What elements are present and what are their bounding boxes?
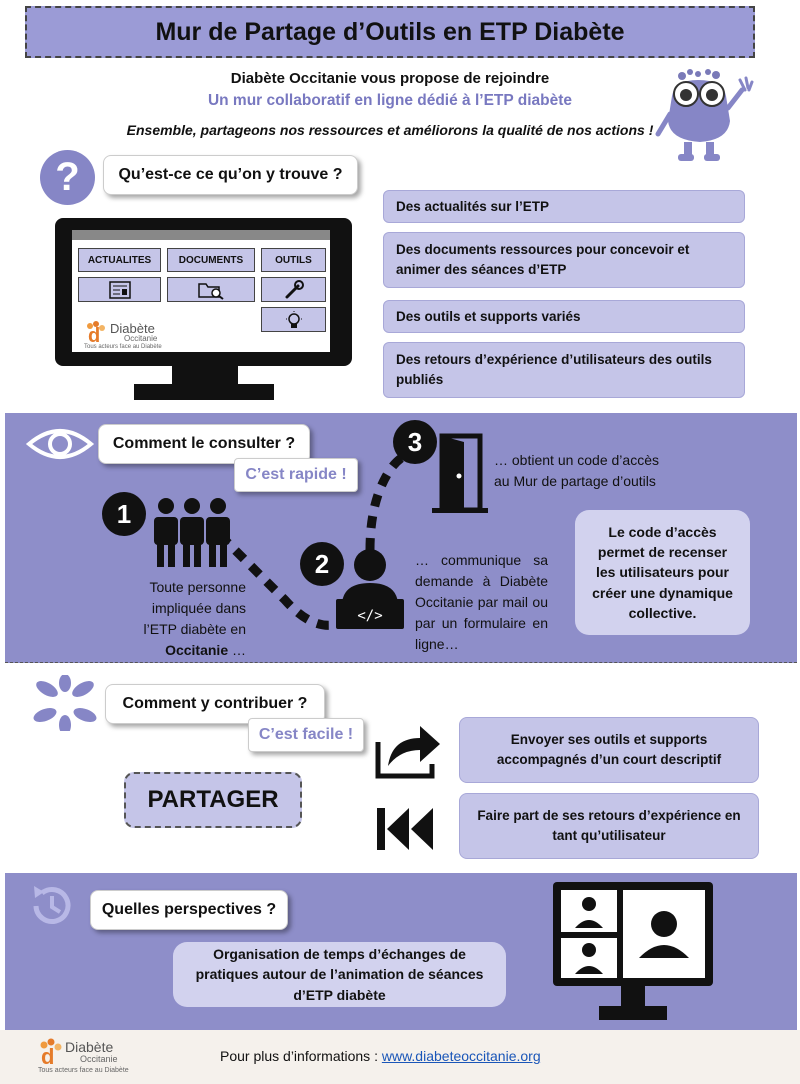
logo-mark-icon: d (87, 321, 105, 344)
folder-search-icon[interactable] (167, 277, 255, 302)
hands-together-icon (33, 675, 97, 731)
monitor-neck (172, 366, 238, 386)
section3-badge: C’est facile ! (248, 718, 364, 752)
step-3-number: 3 (393, 420, 437, 464)
page-title: Mur de Partage d’Outils en ETP Diabète (25, 6, 755, 58)
people-group-icon (154, 498, 230, 567)
contribute-item-send: Envoyer ses outils et supports accompagn… (459, 717, 759, 783)
wrench-icon[interactable] (261, 277, 326, 302)
website-link[interactable]: www.diabeteoccitanie.org (381, 1048, 541, 1064)
lightbulb-icon[interactable] (261, 307, 326, 332)
step-2-number: 2 (300, 542, 344, 586)
screen-button-actualites[interactable]: ACTUALITES (78, 248, 161, 272)
screen-button-documents[interactable]: DOCUMENTS (167, 248, 255, 272)
section2-question: Comment le consulter ? (98, 424, 310, 464)
intro-line-2: Un mur collaboratif en ligne dédié à l’E… (207, 92, 573, 109)
step-2-text: … communique sa demande à Diabète Occita… (415, 552, 548, 652)
perspectives-text: Organisation de temps d’échanges de prat… (173, 942, 506, 1007)
svg-text:d: d (88, 325, 100, 344)
section4-question: Quelles perspectives ? (90, 890, 288, 930)
footer-logo-mark-icon: d (40, 1038, 62, 1066)
step-1-text: Toute personne impliquée dans l’ETP diab… (143, 579, 246, 658)
svg-text:</>: </> (357, 608, 382, 624)
feature-item-outils: Des outils et supports variés (383, 300, 745, 333)
clock-refresh-icon (33, 886, 71, 924)
feature-item-documents: Des documents ressources pour concevoir … (383, 232, 745, 288)
monitor-foot (134, 384, 274, 400)
step-3-text: … obtient un code d’accès au Mur de part… (494, 452, 659, 489)
question-icon: ? (40, 150, 95, 205)
contribute-item-feedback: Faire part de ses retours d’expérience e… (459, 793, 759, 859)
share-arrow-icon (375, 726, 440, 779)
section3-question: Comment y contribuer ? (105, 684, 325, 724)
access-code-info: Le code d’accès permet de recenser les u… (575, 510, 750, 635)
footer-info: Pour plus d’informations : www.diabeteoc… (220, 1048, 541, 1064)
intro-line-1: Diabète Occitanie vous propose de rejoin… (230, 70, 550, 87)
feature-item-retours: Des retours d’expérience d’utilisateurs … (383, 342, 745, 398)
mascot-icon (655, 69, 754, 161)
footer (0, 1030, 800, 1084)
step-1-number: 1 (102, 492, 146, 536)
intro-line-3: Ensemble, partageons nos ressources et a… (126, 122, 654, 138)
rewind-icon (377, 808, 433, 850)
developer-laptop-icon: </> (336, 549, 404, 629)
screen-logo: d Diabète Occitanie Tous acteurs face au… (84, 318, 204, 350)
eye-icon (25, 429, 95, 459)
section2-badge: C’est rapide ! (234, 458, 358, 492)
newspaper-icon[interactable] (78, 277, 161, 302)
screen-button-outils[interactable]: OUTILS (261, 248, 326, 272)
screen-top-bar (72, 230, 330, 240)
open-door-icon (432, 433, 488, 513)
share-action-label: PARTAGER (124, 772, 302, 828)
process-path (216, 447, 417, 630)
footer-logo: d Diabète Occitanie Tous acteurs face au… (36, 1036, 146, 1080)
feature-item-actualites: Des actualités sur l’ETP (383, 190, 745, 223)
svg-text:d: d (41, 1044, 54, 1066)
section1-question: Qu’est-ce ce qu’on y trouve ? (103, 155, 358, 195)
video-conference-icon (553, 882, 713, 1020)
